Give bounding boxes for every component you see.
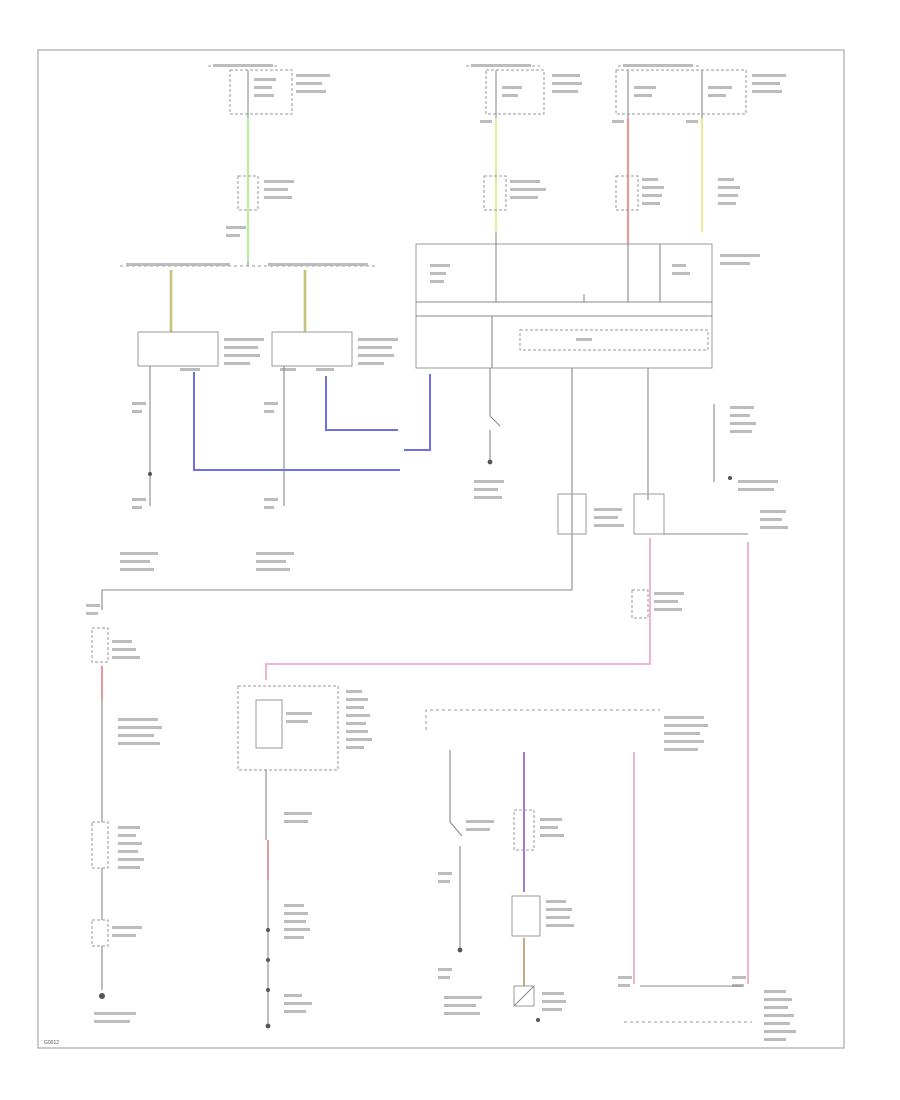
fuse-box-right [615, 69, 786, 118]
main-unit-outputs [101, 368, 778, 610]
switch-lower [438, 750, 494, 1015]
relay-middle [557, 493, 788, 619]
corner-tag: G0012 [44, 1040, 59, 1046]
junction-connector-lower-right [425, 709, 708, 751]
connector-bottom-right [618, 976, 796, 1041]
wire-pink [265, 538, 749, 984]
connector-lower-left [86, 604, 162, 1023]
connectors-upper-right [480, 120, 740, 211]
relay-lower-right [511, 809, 574, 1022]
wire-yellow [494, 118, 704, 232]
main-control-unit [415, 232, 760, 369]
wire-red [101, 118, 630, 880]
wire-blue [193, 372, 431, 471]
connector-upper-left [226, 175, 294, 237]
module-left-b [256, 331, 398, 571]
module-left-a [120, 331, 264, 571]
junction-bus-left [120, 262, 378, 267]
diagram-frame [37, 49, 845, 1049]
ecm-module [237, 685, 372, 1029]
power-bus-bars [208, 64, 700, 67]
wire-olive [169, 270, 307, 332]
fuse-box-left [229, 69, 330, 118]
fuse-box-center [485, 69, 582, 118]
